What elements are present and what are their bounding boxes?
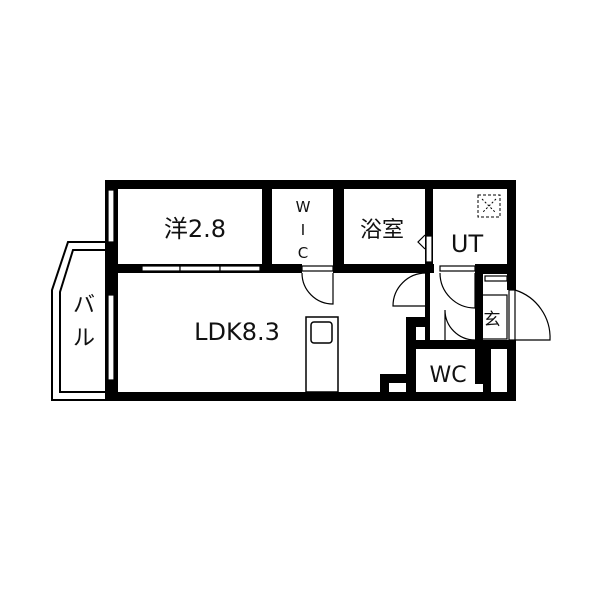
room-label-balcony-2: ル xyxy=(73,326,95,351)
room-label-entrance: 玄 xyxy=(484,310,501,330)
room-label-ldk: LDK8.3 xyxy=(194,318,280,346)
room-label-toilet: WC xyxy=(429,363,466,388)
windows xyxy=(107,189,516,381)
room-label-wic-i: I xyxy=(301,221,305,239)
room-label-bath: 浴室 xyxy=(360,218,404,243)
room-label-balcony-1: バ xyxy=(73,293,95,318)
door-swings xyxy=(301,234,551,341)
balcony xyxy=(51,241,105,401)
vent-cross xyxy=(481,198,497,214)
room-label-utility: UT xyxy=(451,230,484,258)
room-label-western: 洋2.8 xyxy=(164,215,226,243)
room-label-wic-c: C xyxy=(298,244,308,262)
kitchen-counter xyxy=(305,316,339,393)
vent-icon xyxy=(477,194,501,218)
room-label-wic-w: W xyxy=(296,198,311,216)
